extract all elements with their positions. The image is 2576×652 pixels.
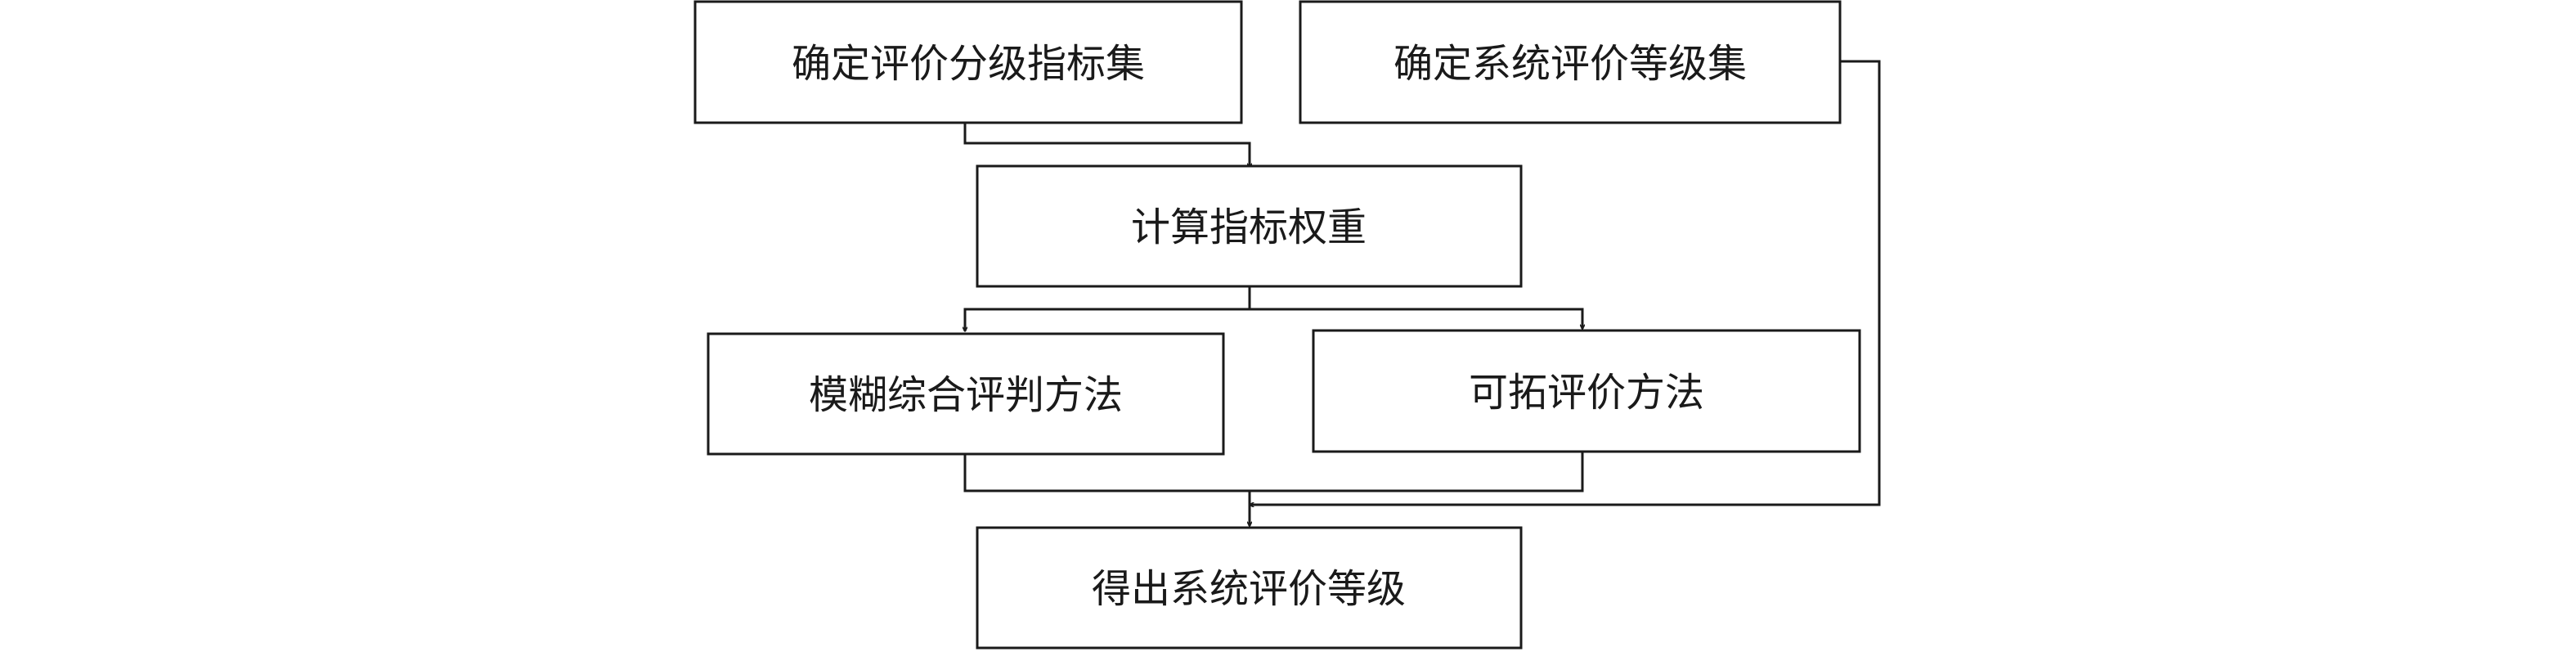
node-result: 得出系统评价等级 [976, 526, 1523, 650]
node-index-set: 确定评价分级指标集 [693, 0, 1243, 124]
node-fuzzy: 模糊综合评判方法 [707, 332, 1225, 456]
edge-weights-to-fuzzy [965, 286, 1251, 331]
node-extension: 可拓评价方法 [1312, 329, 1861, 453]
node-fuzzy-label: 模糊综合评判方法 [809, 372, 1123, 418]
edge-fuzzy-to-result [963, 454, 1250, 492]
node-grade-set-label: 确定系统评价等级集 [1393, 41, 1747, 87]
edge-weights-to-extension [1250, 308, 1582, 329]
node-weights-label: 计算指标权重 [1131, 205, 1367, 250]
connectors [963, 60, 1881, 526]
node-weights: 计算指标权重 [976, 164, 1523, 288]
edge-grade-set-to-result [1250, 60, 1881, 505]
node-grade-set: 确定系统评价等级集 [1299, 0, 1842, 124]
node-result-label: 得出系统评价等级 [1092, 566, 1406, 612]
edge-index-set-to-weights [963, 123, 1250, 168]
edge-extension-to-result [1250, 452, 1584, 492]
node-extension-label: 可拓评价方法 [1469, 370, 1704, 416]
node-index-set-label: 确定评价分级指标集 [792, 41, 1145, 87]
